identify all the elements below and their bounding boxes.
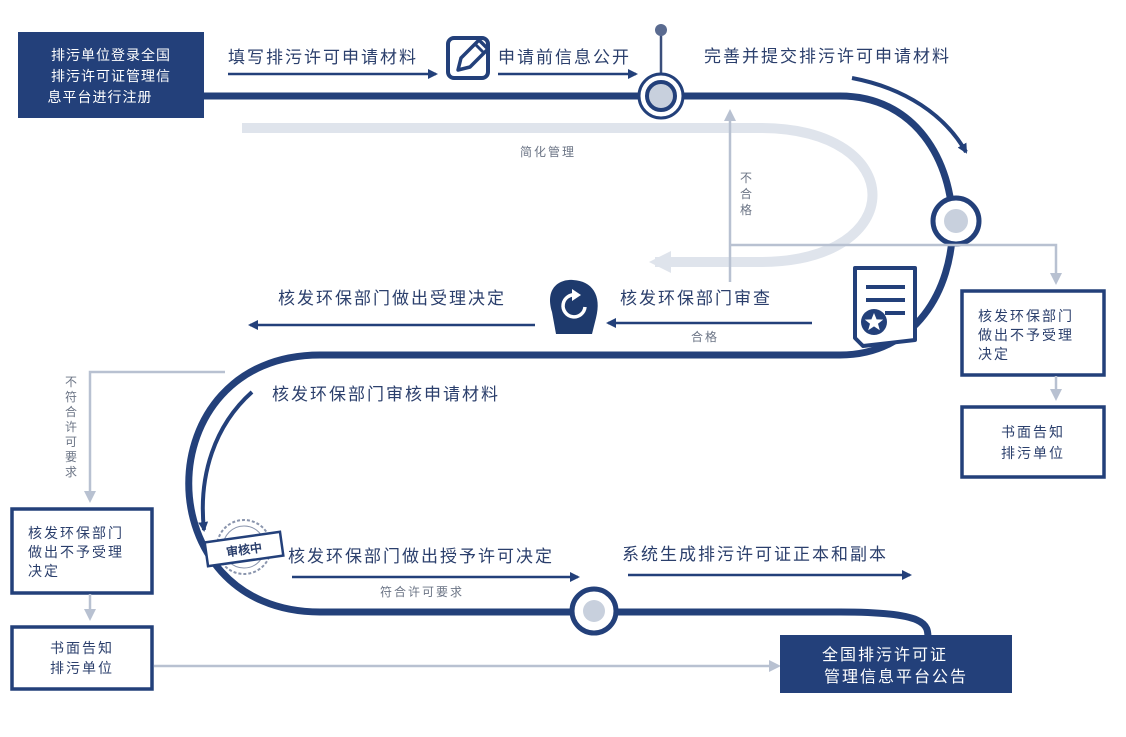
unqualified-char-3: 格 bbox=[740, 202, 754, 217]
start-box bbox=[18, 32, 204, 118]
start-box-line-2: 排污许可证管理信 bbox=[51, 69, 171, 85]
refresh-icon bbox=[550, 279, 598, 334]
final-box-line-2: 管理信息平台公告 bbox=[824, 667, 968, 686]
certificate-icon bbox=[853, 266, 917, 348]
left-reject-line-2: 做出不予受理 bbox=[28, 545, 124, 561]
reject-branch-line bbox=[730, 243, 1062, 285]
final-publish-box bbox=[780, 635, 1012, 693]
left-notify-box bbox=[10, 625, 154, 691]
review-stamp-text: 审核中 bbox=[225, 540, 263, 560]
noncompliant-char-1: 不 bbox=[65, 375, 79, 389]
left-notify-line-1: 书面告知 bbox=[50, 640, 114, 657]
left-reject-line-3: 决定 bbox=[28, 564, 60, 580]
noncompliant-branch-line bbox=[84, 370, 225, 503]
right-reject-box bbox=[960, 289, 1106, 377]
step-accept-label: 核发环保部门做出受理决定 bbox=[278, 289, 506, 309]
left-reject-box bbox=[10, 507, 154, 595]
right-notify-line-2: 排污单位 bbox=[1001, 446, 1065, 462]
unqualified-char-1: 不 bbox=[740, 171, 754, 185]
right-reject-line-2: 做出不予受理 bbox=[978, 328, 1074, 344]
simplified-label: 简化管理 bbox=[520, 144, 576, 159]
noncompliant-char-6: 要 bbox=[65, 450, 79, 464]
noncompliant-char-7: 求 bbox=[65, 465, 79, 479]
noncompliant-char-4: 许 bbox=[65, 420, 79, 434]
track-node-grant bbox=[569, 586, 619, 636]
noncompliant-char-2: 符 bbox=[65, 389, 79, 404]
main-process-track bbox=[185, 92, 956, 641]
step-generate-label: 系统生成排污许可证正本和副本 bbox=[622, 545, 888, 565]
track-node-disclose bbox=[637, 72, 685, 120]
disclose-connector-dot bbox=[655, 24, 667, 36]
noncompliant-char-5: 可 bbox=[65, 435, 79, 449]
simplified-track bbox=[242, 123, 878, 273]
noncompliant-char-3: 合 bbox=[65, 404, 79, 419]
final-box-line-1: 全国排污许可证 bbox=[822, 645, 948, 664]
left-reject-line-1: 核发环保部门 bbox=[28, 526, 124, 542]
edit-icon bbox=[446, 36, 490, 80]
right-notify-line-1: 书面告知 bbox=[1001, 424, 1065, 441]
right-reject-line-3: 决定 bbox=[978, 347, 1010, 363]
track-node-submit bbox=[930, 195, 982, 247]
step-review-label: 核发环保部门审查 bbox=[620, 289, 772, 309]
step-submit-label: 完善并提交排污许可申请材料 bbox=[704, 47, 951, 67]
review-stamp-icon: 审核中 bbox=[203, 519, 285, 575]
step-fill-label: 填写排污许可申请材料 bbox=[228, 48, 418, 68]
left-notify-line-2: 排污单位 bbox=[50, 661, 114, 677]
start-box-line-3: 息平台进行注册 bbox=[48, 89, 153, 106]
start-box-line-1: 排污单位登录全国 bbox=[51, 47, 171, 64]
right-notify-box bbox=[960, 405, 1106, 479]
unqualified-char-2: 合 bbox=[740, 186, 754, 201]
compliant-label: 符合许可要求 bbox=[380, 584, 464, 599]
step-review-materials-arrow bbox=[198, 390, 254, 532]
step-review-materials-label: 核发环保部门审核申请材料 bbox=[272, 385, 500, 405]
qualified-label: 合格 bbox=[691, 329, 719, 344]
step-submit-arrow bbox=[851, 76, 968, 154]
step-disclose-label: 申请前信息公开 bbox=[498, 48, 631, 68]
right-reject-line-1: 核发环保部门 bbox=[978, 309, 1074, 325]
step-grant-label: 核发环保部门做出授予许可决定 bbox=[288, 547, 554, 567]
